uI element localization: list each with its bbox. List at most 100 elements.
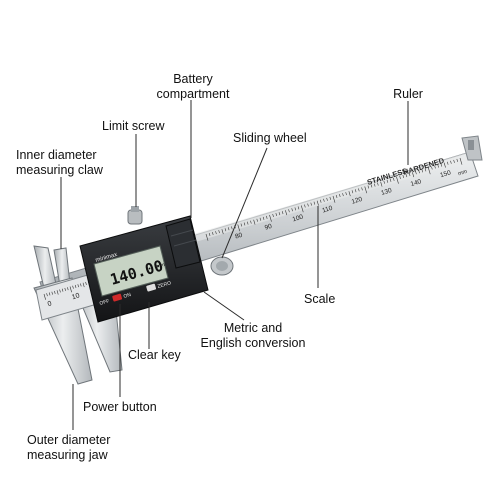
scale-tick <box>450 160 452 164</box>
scale-tick <box>431 166 433 170</box>
scale-tick <box>351 190 354 194</box>
vernier-tick <box>43 293 46 300</box>
scale-tick <box>412 172 415 178</box>
vernier-tick <box>82 282 85 288</box>
scale-tick <box>427 167 431 175</box>
scale-tick <box>443 162 446 168</box>
scale-tick <box>402 175 404 179</box>
vernier-tick <box>48 292 51 296</box>
vernier-tick <box>67 287 69 291</box>
leader-lines <box>60 100 409 430</box>
vernier-tick <box>72 285 74 289</box>
scale-tick <box>389 178 392 182</box>
scale-tick <box>380 181 383 187</box>
brand-label: minimax <box>95 252 118 264</box>
vernier-tick <box>59 289 61 293</box>
scale-tick <box>304 204 306 208</box>
scale-tick <box>364 186 368 194</box>
scale-tick <box>316 200 319 206</box>
power-button-label: Power button <box>83 400 157 414</box>
scale-tick <box>275 213 277 217</box>
scale-tick <box>332 195 336 203</box>
scale-tick <box>224 228 227 232</box>
metric-english-label: Metric and English conversion <box>200 321 306 350</box>
scale-tick <box>354 189 357 193</box>
scale-tick <box>281 211 284 215</box>
scale-tick <box>377 182 379 186</box>
vernier-numbers: 010 <box>47 292 81 308</box>
limit-screw <box>127 206 143 225</box>
scale-tick <box>370 184 373 188</box>
scale-tick <box>434 165 436 169</box>
scale-tick <box>262 216 265 220</box>
scale-tick <box>437 164 439 168</box>
scale-number: 80 <box>234 232 243 241</box>
scale-tick <box>215 231 217 235</box>
scale-tick <box>278 212 281 216</box>
vernier-tick <box>46 293 48 297</box>
scale-tick <box>342 193 344 197</box>
ruler-label: Ruler <box>393 87 423 101</box>
scale-tick <box>246 221 249 225</box>
scale-tick <box>300 205 304 213</box>
scale-tick <box>361 187 363 191</box>
scale-tick <box>335 194 338 199</box>
scale-tick <box>326 197 328 201</box>
scale-tick <box>272 213 274 218</box>
scale-tick <box>250 220 252 224</box>
scale-tick <box>237 224 241 232</box>
inner-diameter-claw <box>33 245 71 289</box>
scale-tick <box>208 232 211 237</box>
scale-tick <box>218 230 220 234</box>
scale-tick <box>415 171 417 175</box>
scale-number: 120 <box>351 196 364 206</box>
scale-tick <box>396 176 399 184</box>
scale-tick <box>285 210 288 216</box>
scale-number: 110 <box>321 205 333 215</box>
scale-tick <box>358 188 360 192</box>
sliding-wheel <box>210 256 234 276</box>
scale-number: 130 <box>380 187 393 197</box>
scale-unit: mm <box>457 169 468 177</box>
vernier-number: 0 <box>47 300 53 308</box>
scale-tick <box>259 217 262 221</box>
scale-tick <box>266 215 268 219</box>
scale-tick <box>421 169 424 173</box>
limit-screw-label: Limit screw <box>102 119 165 133</box>
scale-tick <box>212 232 214 236</box>
scale-tick <box>399 175 401 180</box>
vernier-tick <box>69 286 72 293</box>
inner-diameter-claw-label: Inner diameter measuring claw <box>16 148 103 177</box>
scale-tick <box>348 191 351 197</box>
scale-tick <box>294 207 297 211</box>
scale-tick <box>339 194 341 198</box>
scale-tick <box>345 192 347 196</box>
scale-tick <box>291 208 293 212</box>
scale-tick <box>297 206 300 210</box>
scale-tick <box>459 157 463 165</box>
scale-tick <box>373 183 376 187</box>
scale-tick <box>320 199 322 203</box>
scale-tick <box>269 214 272 222</box>
vernier-tick <box>64 287 66 291</box>
vernier-tick <box>74 284 77 288</box>
scale-tick <box>456 158 458 162</box>
scale-label: Scale <box>304 292 336 306</box>
scale-tick <box>440 163 443 167</box>
vernier-tick <box>85 281 87 285</box>
scale-tick <box>453 159 455 163</box>
vernier-tick <box>61 288 64 292</box>
scale-tick <box>329 196 331 200</box>
scale-tick <box>243 222 246 226</box>
scale-tick <box>310 202 312 206</box>
scale-number: 100 <box>292 213 305 223</box>
scale-tick <box>405 174 408 178</box>
vernier-tick <box>80 283 82 287</box>
battery-compartment-label: Battery compartment <box>156 72 230 101</box>
vernier-tick <box>77 284 79 288</box>
vernier-tick <box>51 291 53 295</box>
sliding-wheel-label: Sliding wheel <box>233 131 307 145</box>
scale-tick <box>205 233 209 241</box>
